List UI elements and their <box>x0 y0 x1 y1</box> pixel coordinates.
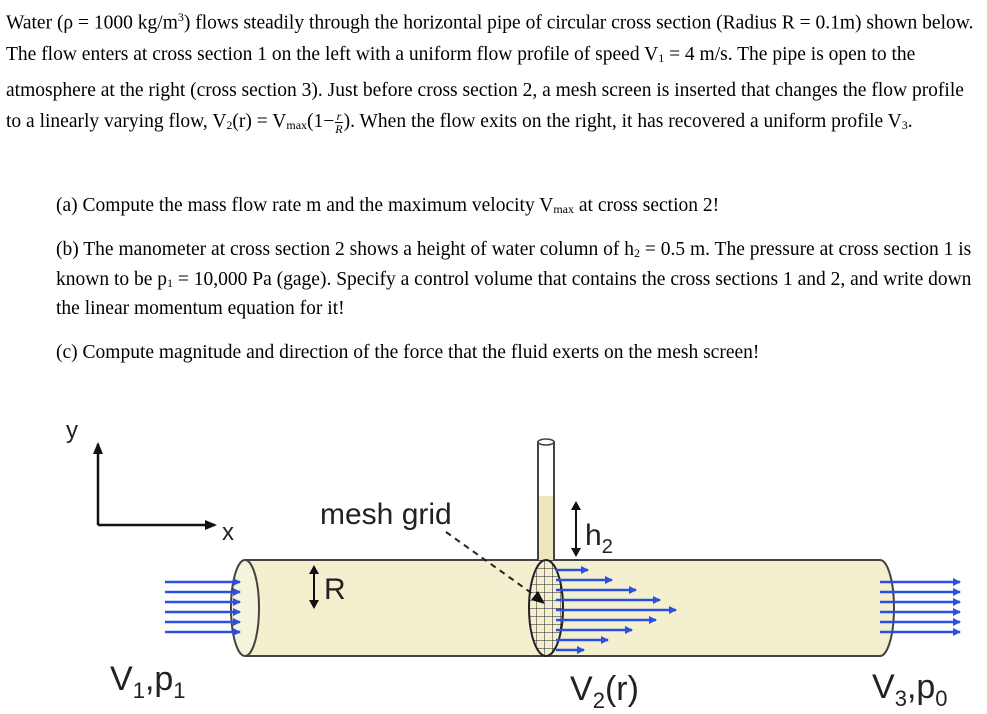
manometer-water-column <box>539 496 553 560</box>
v3-p0-label: V3,p0 <box>872 668 948 711</box>
h2-letter: h <box>585 519 602 552</box>
part-a-text-2: at cross section 2! <box>574 195 720 216</box>
part-b-subscript-1: 2 <box>633 246 640 260</box>
radius-marker: R <box>309 565 346 609</box>
radius-arrow-top <box>309 565 319 574</box>
mesh-leader-line <box>445 531 538 598</box>
intro-text-6: ). When the flow exits on the right, it … <box>343 111 902 132</box>
x-axis-label: x <box>222 519 234 546</box>
fraction-numerator: r <box>335 109 343 124</box>
radius-label: R <box>324 573 346 606</box>
p1-letter: ,p <box>145 660 173 698</box>
fraction-denominator: R <box>335 122 343 137</box>
profile-velocity-arrows <box>556 566 677 654</box>
manometer <box>537 438 555 561</box>
part-a: (a) Compute the mass flow rate m and the… <box>56 192 976 223</box>
v1-letter: V <box>110 660 133 698</box>
part-b: (b) The manometer at cross section 2 sho… <box>56 237 976 323</box>
intro-text-1: Water (ρ = 1000 kg/m <box>6 12 178 34</box>
mesh-leader-arrowhead <box>531 591 545 604</box>
p1-sub: 1 <box>173 678 185 703</box>
radius-arrow-bottom <box>309 600 319 609</box>
problem-statement: Water (ρ = 1000 kg/m3) flows steadily th… <box>6 2 981 142</box>
part-b-subscript-2: 1 <box>167 275 174 290</box>
problem-intro: Water (ρ = 1000 kg/m3) flows steadily th… <box>6 2 981 142</box>
v2-sub: 2 <box>593 688 605 713</box>
part-a-subscript: max <box>553 202 574 216</box>
part-b-text-1: (b) The manometer at cross section 2 sho… <box>56 239 634 260</box>
coordinate-axes: y x <box>66 417 234 546</box>
mesh-screen <box>528 559 564 657</box>
part-c: (c) Compute magnitude and direction of t… <box>56 341 760 363</box>
density-unit-exponent: 3 <box>177 10 184 24</box>
part-b-text-2: = 0.5 m. The pressure at cross section 1… <box>56 239 972 290</box>
v2-tail: (r) <box>605 670 639 708</box>
part-a-text-1: (a) Compute the mass flow rate m and the… <box>56 195 554 216</box>
p0-sub: 0 <box>935 686 947 711</box>
intro-text-7: . <box>907 111 913 132</box>
h2-marker: h2 <box>571 501 613 558</box>
h2-arrow-top <box>571 501 581 510</box>
vmax-subscript: max <box>286 118 308 132</box>
pipe-inlet-face <box>230 559 260 657</box>
outlet-velocity-arrows <box>880 578 961 636</box>
y-axis-label: y <box>66 417 78 444</box>
v2-letter: V <box>570 670 593 708</box>
problem-parts: (a) Compute the mass flow rate m and the… <box>56 192 976 381</box>
h2-subscript: 2 <box>602 536 613 558</box>
p0-letter: ,p <box>907 668 935 706</box>
v1-p1-label: V1,p1 <box>110 660 186 703</box>
intro-text-4: (r) = V <box>232 111 287 132</box>
v3-letter: V <box>872 668 895 706</box>
h2-arrow-bottom <box>571 548 581 557</box>
inlet-velocity-arrows <box>165 578 241 636</box>
intro-text-5: (1− <box>307 111 335 132</box>
v1-sub: 1 <box>133 678 145 703</box>
intro-text-2: ) flows steadily through the horizontal … <box>6 12 974 66</box>
v2-subscript: 2 <box>226 118 233 132</box>
part-b-text-3: = 10,000 Pa (gage). Specify a control vo… <box>56 268 972 320</box>
v3-sub: 3 <box>895 686 907 711</box>
v1-subscript: 1 <box>658 51 665 65</box>
mesh-grid-ellipse <box>528 559 564 657</box>
h2-label: h2 <box>585 519 613 558</box>
intro-text-3: = 4 m/s. The pipe is open to the atmosph… <box>6 44 964 132</box>
v3-subscript: 3 <box>901 118 908 132</box>
mesh-grid-label: mesh grid <box>320 498 452 531</box>
manometer-top <box>537 438 555 446</box>
v2-label: V2(r) <box>570 670 639 713</box>
